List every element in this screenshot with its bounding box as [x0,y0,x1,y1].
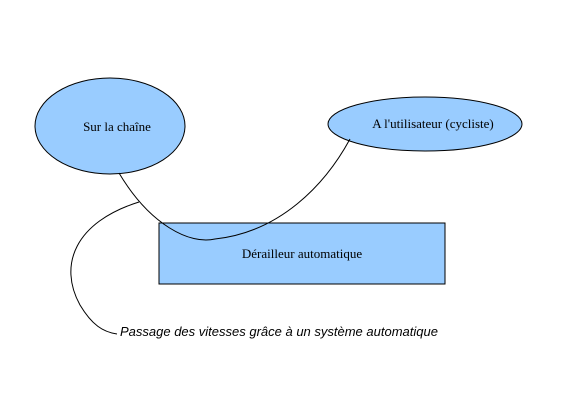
node-user-label: A l'utilisateur (cycliste) [372,116,493,131]
node-derailleur-label: Dérailleur automatique [242,246,362,261]
caption-callout-line [70,201,140,335]
node-user [327,96,523,152]
diagram-caption: Passage des vitesses grâce à un système … [120,324,438,339]
node-chain [34,77,186,175]
node-derailleur [158,222,446,285]
connector-chain-to-user [118,138,351,241]
node-chain-label: Sur la chaîne [83,119,151,134]
